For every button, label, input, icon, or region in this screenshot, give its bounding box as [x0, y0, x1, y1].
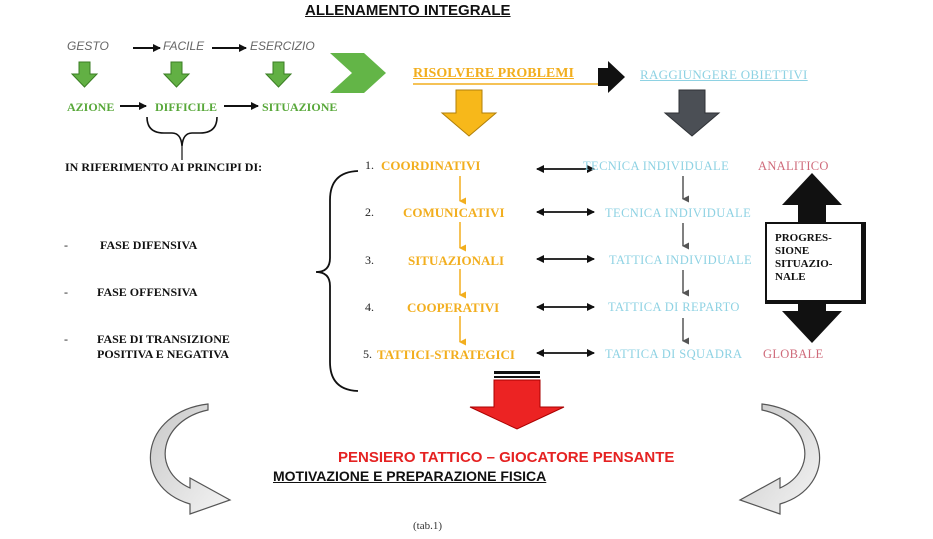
raggiungere-obiettivi: RAGGIUNGERE OBIETTIVI — [640, 67, 808, 82]
bullet-dash-2: - — [64, 285, 68, 299]
green-down-arrow-2 — [162, 61, 191, 88]
principi-heading: IN RIFERIMENTO AI PRINCIPI DI: — [65, 160, 263, 174]
green-down-arrow-3 — [264, 61, 293, 88]
right-tattica-di-squadra: TATTICA DI SQUADRA — [605, 347, 743, 361]
left-curl-arrow — [149, 403, 232, 515]
black-down-arrow — [782, 298, 842, 343]
bullet-transizione-line1: FASE DI TRANSIZIONE — [97, 332, 230, 346]
principle-situazionali: SITUAZIONALI — [408, 253, 505, 268]
principle-num-5: 5. — [363, 347, 372, 361]
label-esercizio: ESERCIZIO — [250, 39, 315, 53]
label-difficile: DIFFICILE — [155, 100, 218, 114]
bullet-fase-offensiva: FASE OFFENSIVA — [97, 285, 198, 299]
right-tattica-di-reparto: TATTICA DI REPARTO — [608, 300, 740, 314]
bullet-dash-1: - — [64, 238, 68, 252]
label-gesto: GESTO — [67, 39, 109, 53]
table-note: (tab.1) — [413, 520, 443, 532]
label-globale: GLOBALE — [763, 347, 824, 361]
principle-cooperativi: COOPERATIVI — [407, 300, 500, 315]
principle-tattici-strategici: TATTICI-STRATEGICI — [377, 347, 515, 362]
principle-num-4: 4. — [365, 300, 374, 314]
progressione-box: PROGRES- SIONE SITUAZIO- NALE — [765, 222, 866, 304]
green-chevron-arrow — [330, 53, 386, 93]
black-up-arrow — [782, 173, 842, 225]
bullet-fase-difensiva: FASE DIFENSIVA — [100, 238, 198, 252]
label-azione: AZIONE — [67, 100, 115, 114]
right-tecnica-individuale-1: TECNICA INDIVIDUALE — [583, 159, 730, 173]
principles-brace — [315, 170, 359, 392]
principle-num-1: 1. — [365, 158, 374, 172]
page-title: ALLENAMENTO INTEGRALE — [305, 2, 511, 19]
bullet-dash-3: - — [64, 332, 68, 346]
red-arrow-stripe-1 — [494, 371, 540, 374]
principle-comunicativi: COMUNICATIVI — [403, 205, 505, 220]
pensiero-tattico: PENSIERO TATTICO – GIOCATORE PENSANTE — [338, 449, 675, 466]
principle-coordinativi: COORDINATIVI — [381, 158, 481, 173]
red-down-arrow — [469, 379, 565, 430]
green-down-arrow-1 — [70, 61, 99, 88]
gray-down-arrow — [663, 89, 721, 137]
right-tattica-individuale: TATTICA INDIVIDUALE — [609, 253, 753, 267]
black-right-arrow — [598, 61, 625, 93]
motivazione-preparazione: MOTIVAZIONE E PREPARAZIONE FISICA — [273, 468, 547, 484]
right-curl-arrow — [738, 403, 821, 515]
brace-difficile — [146, 116, 218, 147]
principle-num-3: 3. — [365, 253, 374, 267]
risolvere-problemi: RISOLVERE PROBLEMI — [413, 66, 574, 81]
label-analitico: ANALITICO — [758, 159, 829, 173]
orange-down-arrow — [440, 89, 498, 137]
red-arrow-stripe-2 — [494, 376, 540, 378]
label-facile: FACILE — [163, 39, 205, 53]
progressione-label: PROGRES- SIONE SITUAZIO- NALE — [775, 232, 833, 283]
principle-num-2: 2. — [365, 205, 374, 219]
bullet-transizione-line2: POSITIVA E NEGATIVA — [97, 347, 230, 361]
right-tecnica-individuale-2: TECNICA INDIVIDUALE — [605, 206, 752, 220]
label-situazione: SITUAZIONE — [262, 100, 338, 114]
